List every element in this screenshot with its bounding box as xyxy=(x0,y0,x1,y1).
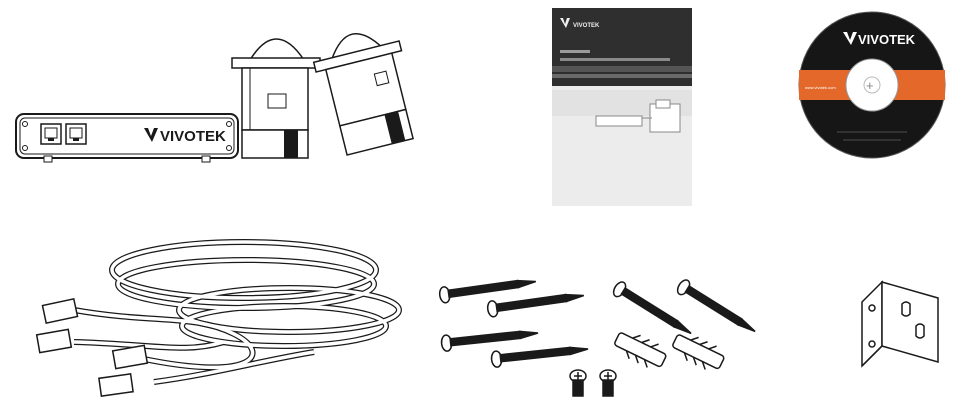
software-cd: VIVOTEK www.vivotek.com + xyxy=(797,10,947,160)
rj45-connector-icon xyxy=(35,297,149,397)
rj45-port-icon xyxy=(65,123,87,145)
cd-website-text: www.vivotek.com xyxy=(805,85,836,90)
guide-logo-text: VIVOTEK xyxy=(573,23,600,29)
vivotek-logo-icon xyxy=(560,18,570,28)
ethernet-cables xyxy=(34,224,414,404)
cd-center-plus: + xyxy=(866,78,874,93)
vivotek-logo-icon xyxy=(843,32,857,45)
screws-and-anchors xyxy=(430,264,760,404)
dome-camera-units xyxy=(228,20,428,165)
box-logo-text: VIVOTEK xyxy=(160,128,226,145)
rj45-port-icon xyxy=(40,123,62,145)
vivotek-logo-icon xyxy=(144,128,158,142)
quick-installation-guide: VIVOTEK xyxy=(552,8,692,206)
mounting-bracket xyxy=(852,272,948,372)
control-box: VIVOTEK xyxy=(14,108,240,164)
cd-logo-text: VIVOTEK xyxy=(858,32,916,47)
